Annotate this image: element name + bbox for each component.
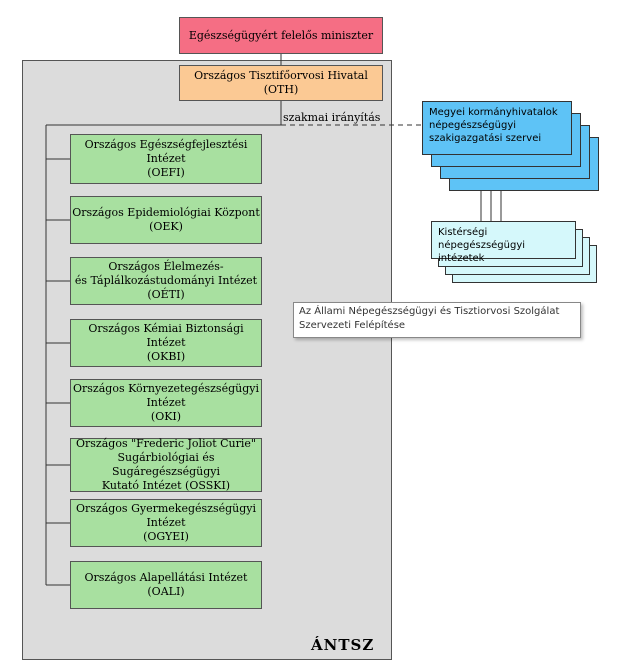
kisterseg-box: Kistérségi népegészségügyi intézetek <box>431 221 576 264</box>
institute-box: Országos Egészségfejlesztési Intézet(OEF… <box>70 134 262 184</box>
institute-line: (OGYEI) <box>143 530 189 543</box>
institute-box: Országos Alapellátási Intézet(OALI) <box>70 561 262 609</box>
institute-line: és Táplálkozástudományi Intézet <box>74 274 258 287</box>
institute-line: (OEFI) <box>147 166 185 179</box>
institute-line: (OKBI) <box>146 350 186 363</box>
tooltip-line1: Az Állami Népegészségügyi és Tisztiorvos… <box>299 306 560 317</box>
institute-line: (OALI) <box>147 585 185 598</box>
oth-name: Országos Tisztifőorvosi Hivatal <box>194 69 368 82</box>
institute-box: Országos "Frederic Joliot Curie"Sugárbio… <box>70 437 262 492</box>
tooltip-line2: Szervezeti Felépítése <box>299 320 406 331</box>
institute-line: Országos Környezetegészségügyi <box>73 382 259 395</box>
institute-line: Intézet <box>146 396 186 409</box>
institute-line: Országos Egészségfejlesztési Intézet <box>84 138 248 165</box>
institute-line: Kutató Intézet (OSSKI) <box>101 479 231 492</box>
institute-line: (OÉTI) <box>147 288 185 301</box>
megyei-box: Megyei kormányhivatalok népegészségügyi … <box>422 101 572 155</box>
tooltip: Az Állami Népegészségügyi és Tisztiorvos… <box>293 302 581 338</box>
institute-line: Országos "Frederic Joliot Curie" <box>76 437 256 450</box>
kisterseg-line2: intézetek <box>438 253 485 264</box>
institute-box: Országos Epidemiológiai Központ(OEK) <box>70 196 262 244</box>
institute-line: Országos Gyermekegészségügyi <box>75 502 256 515</box>
institute-line: Országos Alapellátási Intézet <box>84 571 248 584</box>
institute-box: Országos Élelmezés-és Táplálkozástudomán… <box>70 257 262 305</box>
megyei-line2: népegészségügyi <box>429 120 517 131</box>
institute-line: Országos Epidemiológiai Központ <box>72 206 260 219</box>
institute-line: (OKI) <box>150 410 182 423</box>
kisterseg-line1: Kistérségi népegészségügyi <box>438 227 526 251</box>
szakmai-iranyitas-label: szakmai irányítás <box>283 111 381 124</box>
institute-line: (OEK) <box>149 220 183 233</box>
institute-line: Intézet <box>146 516 186 529</box>
antsz-label: ÁNTSZ <box>311 636 375 654</box>
institute-line: Sugárbiológiai és Sugáregészségügyi <box>111 451 221 478</box>
oth-box: Országos Tisztifőorvosi Hivatal (OTH) <box>179 65 383 101</box>
institute-box: Országos Kémiai Biztonsági Intézet(OKBI) <box>70 319 262 367</box>
oth-abbrev: (OTH) <box>263 83 299 96</box>
minister-box: Egészségügyért felelős miniszter <box>179 17 383 54</box>
megyei-line3: szakigazgatási szervei <box>429 133 542 144</box>
minister-label: Egészségügyért felelős miniszter <box>188 28 374 42</box>
institute-line: Országos Kémiai Biztonsági Intézet <box>88 322 244 349</box>
institute-line: Országos Élelmezés- <box>108 260 224 273</box>
megyei-line1: Megyei kormányhivatalok <box>429 107 558 118</box>
